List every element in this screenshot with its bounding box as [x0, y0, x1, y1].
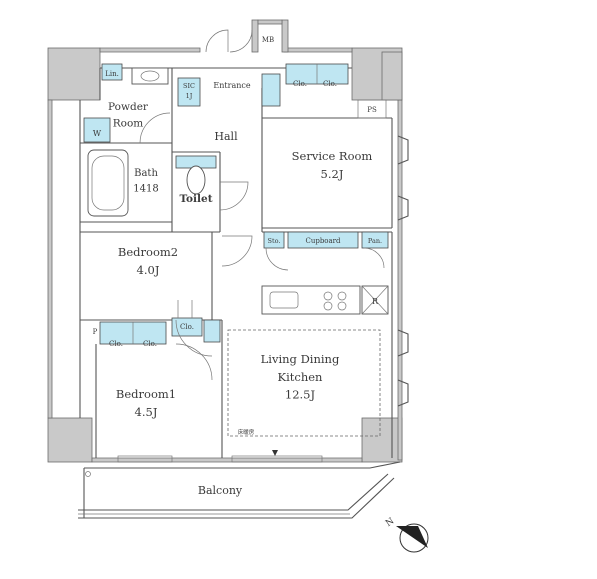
- misc-marks: MB PS P R 床暖房: [93, 36, 379, 436]
- doors: [139, 29, 385, 381]
- label-lin: Lin.: [105, 70, 119, 78]
- compass-north-label: N: [384, 516, 396, 529]
- label-refrigerator: R: [372, 297, 379, 306]
- label-cupboard: Cupboard: [305, 237, 341, 245]
- kitchen-counter: [261, 285, 361, 315]
- walls: [47, 19, 403, 463]
- fixtures: [87, 67, 409, 463]
- label-clo-bed1-b: Clo.: [143, 340, 157, 348]
- label-clo-bed2: Clo.: [180, 323, 194, 331]
- label-floor-heating: 床暖房: [238, 428, 255, 436]
- label-clo-service-b: Clo.: [323, 80, 337, 88]
- room-toilet: Toilet: [179, 193, 212, 205]
- label-mb: MB: [262, 36, 274, 44]
- floor-heating-area: [227, 329, 381, 437]
- storage-areas: [83, 63, 389, 345]
- balcony: [78, 461, 401, 519]
- compass: N: [384, 516, 429, 553]
- label-entrance: Entrance: [213, 81, 250, 90]
- room-balcony: Balcony: [198, 484, 243, 497]
- room-hall: Hall: [214, 130, 238, 143]
- label-clo-bed1-a: Clo.: [109, 340, 123, 348]
- label-sto: Sto.: [268, 237, 281, 245]
- label-ps: PS: [367, 106, 377, 114]
- bathtub: [87, 149, 129, 217]
- toilet-bowl: [186, 165, 206, 195]
- washbasin: [131, 67, 169, 85]
- compass-north-arrow-icon: [396, 526, 428, 548]
- label-clo-service-a: Clo.: [293, 80, 307, 88]
- label-pan: Pan.: [368, 237, 382, 245]
- label-washer: W: [93, 129, 102, 138]
- label-p: P: [93, 328, 98, 336]
